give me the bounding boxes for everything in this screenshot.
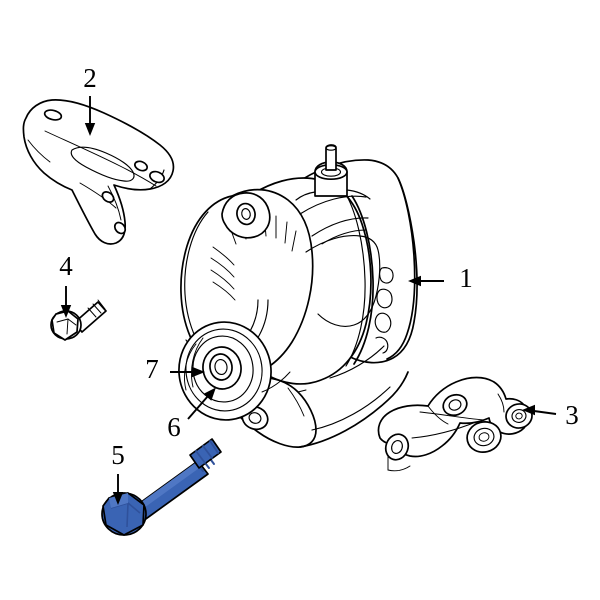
part-3-lower-bracket[interactable] <box>377 376 533 472</box>
callout-1[interactable]: 1 <box>408 263 473 293</box>
callout-5-number: 5 <box>111 440 125 470</box>
part-7-pulley-nut[interactable] <box>200 345 243 392</box>
callout-3-number: 3 <box>565 400 579 430</box>
callout-2-number: 2 <box>83 63 97 93</box>
callout-4-number: 4 <box>59 251 73 281</box>
callout-6-leader <box>187 395 209 420</box>
alternator-terminal-post <box>295 144 371 201</box>
callout-5[interactable]: 5 <box>111 440 125 505</box>
part-5-long-bolt-highlighted[interactable] <box>101 438 222 536</box>
part-4-short-bolt[interactable] <box>50 299 107 341</box>
callout-7-number: 7 <box>145 354 159 384</box>
callout-6[interactable]: 6 <box>167 384 220 442</box>
callout-4[interactable]: 4 <box>59 251 73 318</box>
part-2-upper-bracket[interactable] <box>22 99 175 245</box>
callout-1-number: 1 <box>459 263 473 293</box>
callout-6-number: 6 <box>167 412 181 442</box>
part-1-alternator[interactable] <box>173 144 418 448</box>
callout-7[interactable]: 7 <box>145 354 205 384</box>
callout-3-leader <box>533 410 557 415</box>
callout-2[interactable]: 2 <box>83 63 97 136</box>
callout-3[interactable]: 3 <box>522 400 579 430</box>
